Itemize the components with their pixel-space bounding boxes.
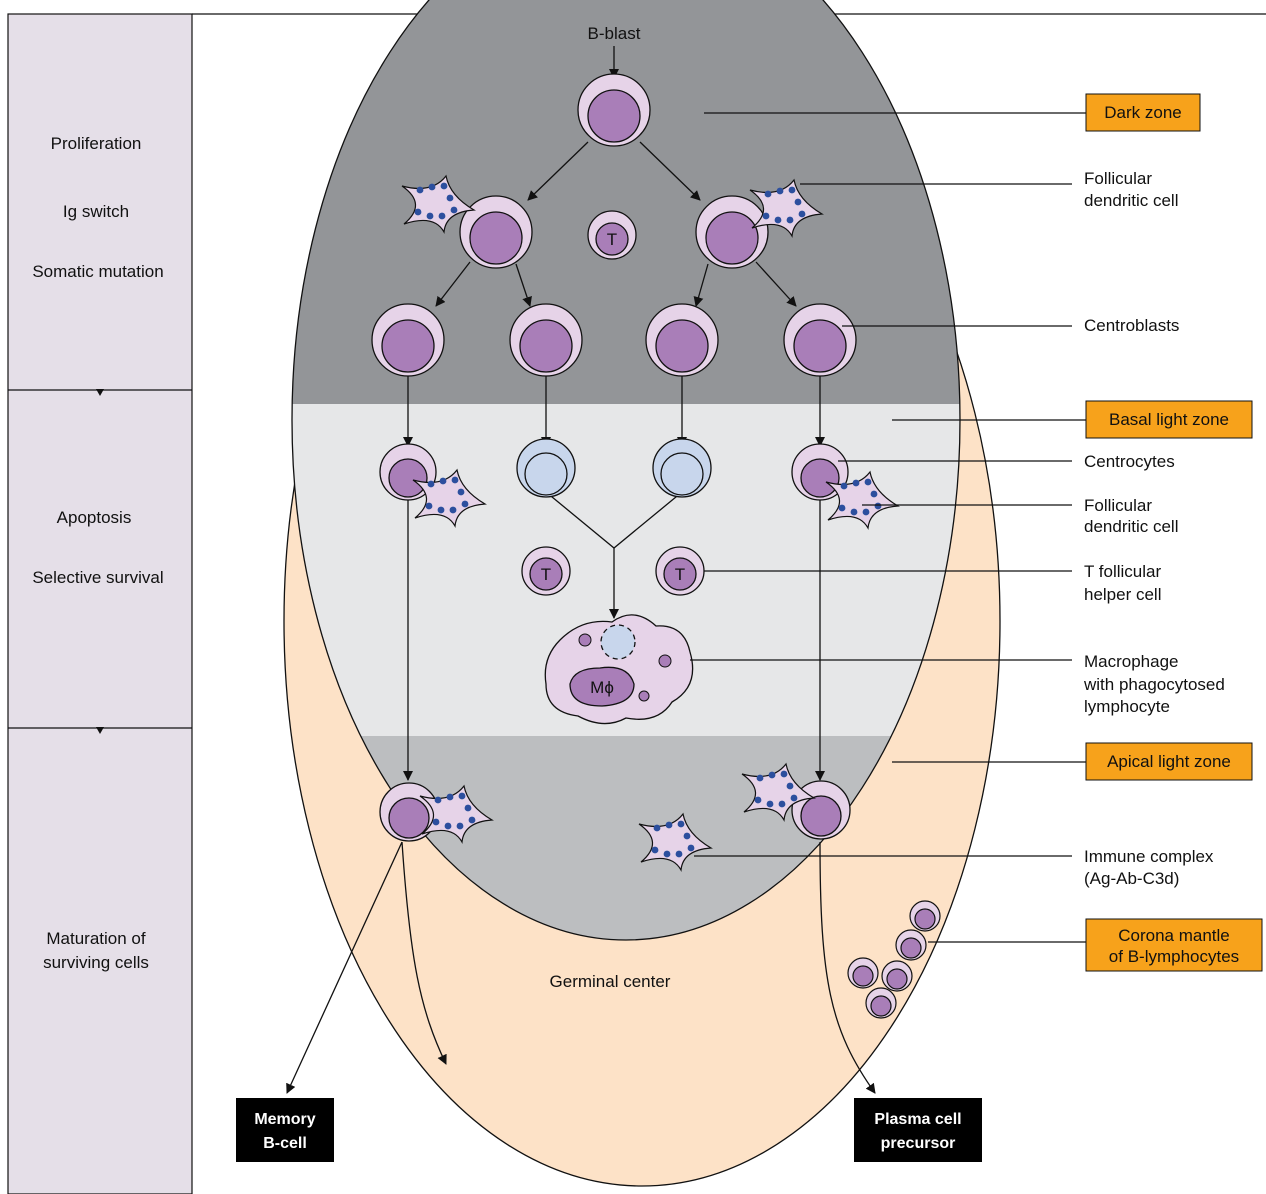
centroblast-2 <box>510 304 582 376</box>
tfh-label: T follicular helper cell <box>1084 562 1162 604</box>
side-ig-switch: Ig switch <box>63 202 129 221</box>
svg-text:Dark zone: Dark zone <box>1104 103 1181 122</box>
t-cell-basal-left: T <box>522 547 570 595</box>
germinal-center-label: Germinal center <box>550 972 671 991</box>
side-proliferation: Proliferation <box>51 134 142 153</box>
svg-text:lymphocyte: lymphocyte <box>1084 697 1170 716</box>
fdc-label-top: Follicular dendritic cell <box>1084 169 1179 210</box>
centroblast-4 <box>784 304 856 376</box>
side-apoptosis: Apoptosis <box>57 508 132 527</box>
centrocyte-apoptotic-1 <box>517 439 575 497</box>
fdc-label-basal: Follicular dendritic cell <box>1084 496 1179 536</box>
centroblast-row2-left <box>460 196 532 268</box>
side-surviving-cells: surviving cells <box>43 953 149 972</box>
svg-text:of B-lymphocytes: of B-lymphocytes <box>1109 947 1239 966</box>
svg-text:dendritic cell: dendritic cell <box>1084 517 1179 536</box>
svg-text:Immune complex: Immune complex <box>1084 847 1214 866</box>
centroblasts-label: Centroblasts <box>1084 316 1179 335</box>
svg-text:Macrophage: Macrophage <box>1084 652 1179 671</box>
centroblast-1 <box>372 304 444 376</box>
immune-complex-label: Immune complex (Ag-Ab-C3d) <box>1084 847 1214 888</box>
svg-text:(Ag-Ab-C3d): (Ag-Ab-C3d) <box>1084 869 1179 888</box>
dark-zone-box: Dark zone <box>1086 94 1200 131</box>
b-blast-cell <box>578 74 650 146</box>
centroblast-3 <box>646 304 718 376</box>
svg-text:T: T <box>607 230 617 249</box>
svg-text:B-cell: B-cell <box>263 1135 307 1152</box>
svg-text:Mϕ: Mϕ <box>590 678 614 697</box>
svg-text:Corona mantle: Corona mantle <box>1118 926 1230 945</box>
svg-text:T: T <box>675 565 685 584</box>
b-blast-label: B-blast <box>588 24 641 43</box>
svg-text:with phagocytosed: with phagocytosed <box>1083 675 1225 694</box>
centroblast-row2-right <box>696 196 768 268</box>
basal-light-zone-box: Basal light zone <box>1086 401 1252 438</box>
side-panel: Proliferation Ig switch Somatic mutation… <box>8 14 192 1194</box>
svg-text:dendritic cell: dendritic cell <box>1084 191 1179 210</box>
macrophage-label: Macrophage with phagocytosed lymphocyte <box>1083 652 1225 716</box>
svg-text:Follicular: Follicular <box>1084 169 1152 188</box>
svg-text:Apical light zone: Apical light zone <box>1107 752 1231 771</box>
svg-text:T: T <box>541 565 551 584</box>
svg-text:helper cell: helper cell <box>1084 585 1162 604</box>
side-somatic-mutation: Somatic mutation <box>32 262 163 281</box>
side-selective-survival: Selective survival <box>32 568 163 587</box>
svg-text:Follicular: Follicular <box>1084 496 1152 515</box>
svg-text:T follicular: T follicular <box>1084 562 1161 581</box>
corona-mantle-box: Corona mantle of B-lymphocytes <box>1086 919 1262 971</box>
svg-text:Memory: Memory <box>254 1111 315 1128</box>
svg-text:precursor: precursor <box>881 1135 956 1152</box>
centrocytes-label: Centrocytes <box>1084 452 1175 471</box>
side-maturation: Maturation of <box>46 929 145 948</box>
svg-text:Basal light zone: Basal light zone <box>1109 410 1229 429</box>
apical-light-zone-box: Apical light zone <box>1086 743 1252 780</box>
memory-b-cell-box: Memory B-cell <box>236 1098 334 1162</box>
centrocyte-apoptotic-2 <box>653 439 711 497</box>
svg-text:Plasma cell: Plasma cell <box>874 1111 961 1128</box>
t-cell-basal-right: T <box>656 547 704 595</box>
t-cell-dark-zone: T <box>588 211 636 259</box>
plasma-cell-precursor-box: Plasma cell precursor <box>854 1098 982 1162</box>
